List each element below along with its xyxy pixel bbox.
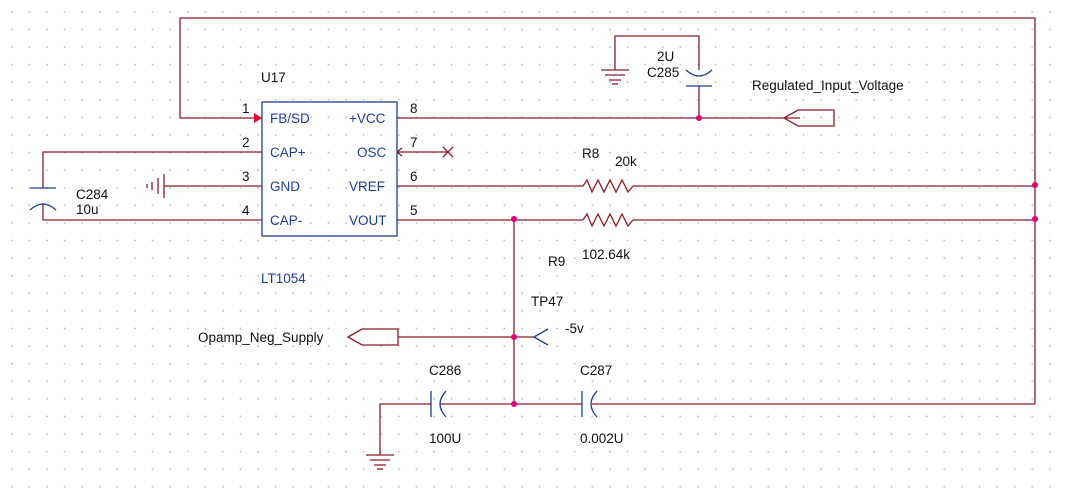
pin-name-gnd: GND (270, 179, 300, 194)
capacitor-c285[interactable]: 2U C285 (647, 49, 713, 87)
pin-name-osc: OSC (357, 145, 387, 160)
no-connect-x-icon (442, 146, 454, 158)
testpoint-arrow-icon (532, 328, 549, 346)
pin-num-5: 5 (410, 203, 418, 218)
wire-c286-left[interactable] (379, 403, 431, 455)
wire-cap-minus[interactable] (42, 203, 262, 221)
r9-ref: R9 (548, 254, 565, 269)
capacitor-c286[interactable]: C286 100U (429, 363, 461, 446)
pin1-arrow-icon (254, 113, 262, 123)
pin-name-capplus: CAP+ (270, 145, 306, 160)
wire-fb-loop[interactable] (179, 17, 1036, 185)
resistor-r9[interactable]: R9 102.64k (548, 212, 634, 269)
capacitor-c287[interactable]: C287 0.002U (580, 363, 624, 446)
junction-vcc (696, 115, 702, 121)
capacitor-c284[interactable]: C284 10u (29, 187, 109, 217)
ic-body[interactable] (261, 101, 398, 237)
testpoint-tp47[interactable]: TP47 -5v (531, 294, 584, 346)
pin-name-fbsd: FB/SD (270, 111, 310, 126)
r8-ref: R8 (582, 146, 599, 161)
ground-c286 (366, 454, 394, 470)
pin-name-vcc: +VCC (349, 111, 386, 126)
c287-ref: C287 (580, 363, 612, 378)
tp47-ref: TP47 (531, 294, 563, 309)
port-output-label: Opamp_Neg_Supply (198, 330, 324, 345)
resistor-r8[interactable]: R8 20k (582, 146, 637, 194)
c285-ref: C285 (647, 65, 679, 80)
ground-c285 (601, 69, 629, 85)
r9-value: 102.64k (582, 247, 630, 262)
c286-ref: C286 (429, 363, 461, 378)
junction-bottom (511, 401, 517, 407)
port-regulated-input[interactable]: Regulated_Input_Voltage (752, 78, 904, 127)
junction-vout (511, 216, 517, 222)
pin-name-capminus: CAP- (270, 213, 302, 228)
junction-vout-right (1032, 216, 1038, 222)
junction-tp (511, 334, 517, 340)
pin-name-vout: VOUT (349, 213, 387, 228)
ic-u17[interactable]: U17 LT1054 1 FB/SD 2 CAP+ 3 GND 4 CAP- 8… (242, 70, 418, 286)
pin-num-6: 6 (410, 169, 418, 184)
junction-vref-right (1032, 182, 1038, 188)
wire-c285-upper[interactable] (614, 35, 700, 70)
c287-value: 0.002U (580, 431, 624, 446)
pin-name-vref: VREF (349, 179, 385, 194)
c284-ref: C284 (76, 187, 109, 202)
ground-u17 (146, 174, 165, 198)
tp47-value: -5v (565, 321, 584, 336)
c286-value: 100U (429, 431, 461, 446)
pin-num-2: 2 (242, 135, 250, 150)
port-opamp-neg-supply[interactable]: Opamp_Neg_Supply (198, 328, 399, 346)
pin-num-8: 8 (410, 101, 418, 116)
wire-cap-plus[interactable] (42, 151, 262, 188)
c284-value: 10u (76, 202, 99, 217)
r8-value: 20k (615, 154, 637, 169)
pin-num-4: 4 (242, 203, 250, 218)
no-connect-osc (396, 146, 454, 158)
pin-num-7: 7 (410, 135, 418, 150)
pin-num-1: 1 (242, 101, 250, 116)
ic-refdes: U17 (261, 70, 286, 85)
port-input-label: Regulated_Input_Voltage (752, 78, 904, 93)
c285-value: 2U (657, 49, 674, 64)
pin-num-3: 3 (242, 169, 250, 184)
ic-part-name: LT1054 (261, 271, 306, 286)
junctions (511, 115, 1038, 407)
